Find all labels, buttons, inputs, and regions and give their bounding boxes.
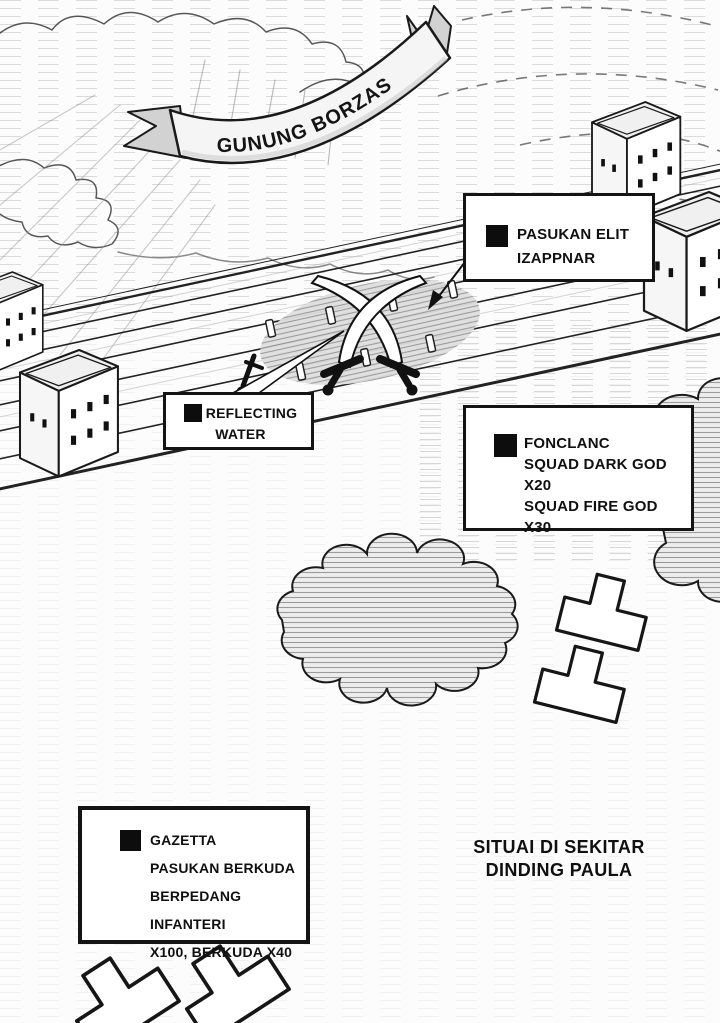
unit-markers bbox=[74, 572, 648, 1023]
unit-marker-t bbox=[74, 956, 181, 1023]
map-caption: SITUAI DI SEKITAR DINDING PAULA bbox=[448, 836, 670, 883]
hatch-fan-lines bbox=[0, 94, 216, 371]
callout-line: PASUKAN BERKUDA bbox=[150, 860, 296, 876]
caption-line: DINDING PAULA bbox=[485, 860, 633, 881]
crossed-swords-icon bbox=[236, 274, 428, 396]
callout-line: REFLECTING bbox=[205, 405, 298, 421]
callout-line: FONCLANC bbox=[524, 435, 610, 452]
callout-pointer-elite bbox=[428, 261, 466, 310]
legend-square-icon bbox=[183, 404, 202, 422]
unit-marker-t bbox=[554, 572, 648, 653]
unit-marker-t bbox=[532, 644, 626, 725]
watch-tower-icon bbox=[0, 271, 44, 373]
callout-line: IZAPPNAR bbox=[517, 250, 596, 267]
callout-line: SQUAD DARK GOD X20 bbox=[524, 456, 667, 494]
callout-line: PASUKAN ELIT bbox=[517, 226, 630, 243]
callout-gazetta: GAZETTA PASUKAN BERKUDA BERPEDANG INFANT… bbox=[78, 806, 310, 960]
wall-posts bbox=[264, 279, 459, 381]
callout-line: BERPEDANG INFANTERI bbox=[150, 888, 242, 932]
callout-reflecting-water: REFLECTING WATER bbox=[163, 392, 314, 450]
forest-blob bbox=[276, 532, 519, 707]
caption-line: SITUAI DI SEKITAR bbox=[473, 837, 645, 857]
banner-ribbon: GUNUNG BORZAS bbox=[123, 5, 452, 165]
watch-tower-icon bbox=[642, 190, 720, 333]
legend-square-icon bbox=[494, 434, 517, 457]
legend-square-icon bbox=[120, 830, 141, 851]
legend-square-icon bbox=[486, 225, 508, 247]
callout-line: X100, BERKUDA X40 bbox=[150, 944, 293, 960]
unit-marker-t bbox=[184, 944, 291, 1023]
callout-fonclanc: FONCLANC SQUAD DARK GOD X20 SQUAD FIRE G… bbox=[463, 405, 694, 536]
callout-line: WATER bbox=[215, 426, 266, 442]
callout-line: SQUAD FIRE GOD X30 bbox=[524, 498, 658, 536]
callout-elite-izappnar: PASUKAN ELIT IZAPPNAR bbox=[463, 193, 655, 282]
callout-line: GAZETTA bbox=[150, 832, 217, 848]
watch-tower-icon bbox=[18, 348, 119, 478]
battle-zone-shading bbox=[260, 279, 480, 385]
